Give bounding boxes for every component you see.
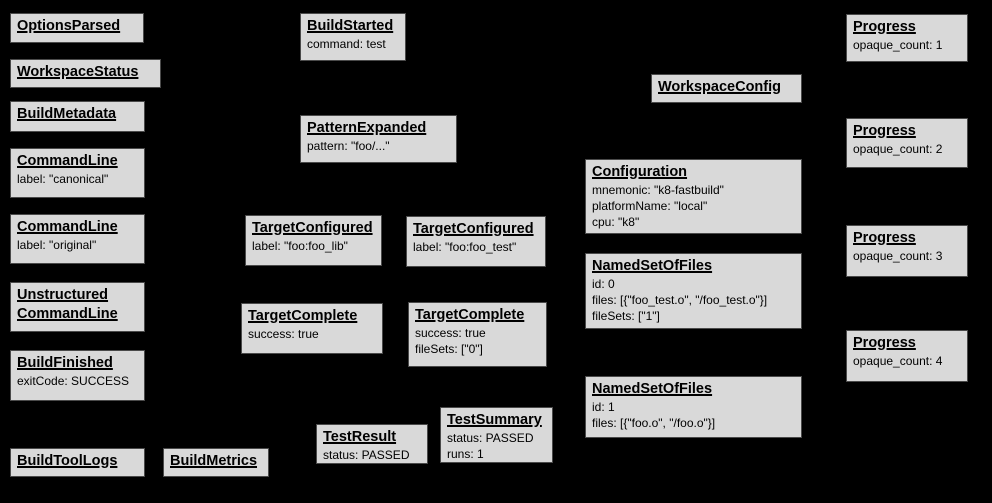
node-workspace-status: WorkspaceStatus	[10, 59, 161, 88]
node-title: Progress	[853, 335, 916, 351]
node-title: TargetConfigured	[413, 221, 534, 237]
node-command-line-original: CommandLine label: "original"	[10, 214, 145, 264]
node-detail: status: PASSED	[323, 448, 410, 462]
node-detail: success: true	[248, 327, 319, 341]
node-title: NamedSetOfFiles	[592, 381, 713, 397]
node-detail: files: [{"foo.o", "/foo.o"}]	[592, 416, 716, 430]
node-detail: opaque_count: 3	[853, 249, 943, 263]
node-detail: opaque_count: 1	[853, 38, 943, 52]
node-detail: command: test	[307, 37, 386, 51]
node-workspace-config: WorkspaceConfig	[651, 74, 802, 103]
node-progress-1: Progress opaque_count: 1	[846, 14, 968, 62]
node-title: BuildFinished	[17, 355, 113, 371]
node-title: Unstructured CommandLine	[17, 287, 118, 322]
node-detail: mnemonic: "k8-fastbuild"	[592, 183, 724, 197]
node-detail: status: PASSED	[447, 431, 534, 445]
node-progress-3: Progress opaque_count: 3	[846, 225, 968, 277]
node-progress-4: Progress opaque_count: 4	[846, 330, 968, 382]
node-title: NamedSetOfFiles	[592, 258, 713, 274]
node-title: BuildMetadata	[17, 106, 117, 122]
node-detail: success: true	[415, 326, 486, 340]
node-detail: opaque_count: 4	[853, 354, 943, 368]
node-title: OptionsParsed	[17, 18, 121, 34]
node-detail: pattern: "foo/..."	[307, 139, 390, 153]
node-target-complete-test: TargetComplete success: true fileSets: […	[408, 302, 547, 367]
node-unstructured-command-line: Unstructured CommandLine	[10, 282, 145, 332]
node-configuration: Configuration mnemonic: "k8-fastbuild" p…	[585, 159, 802, 234]
node-build-metrics: BuildMetrics	[163, 448, 269, 477]
node-build-finished: BuildFinished exitCode: SUCCESS	[10, 350, 145, 401]
node-title: CommandLine	[17, 219, 118, 235]
node-target-complete-lib: TargetComplete success: true	[241, 303, 383, 354]
node-build-metadata: BuildMetadata	[10, 101, 145, 132]
node-title: PatternExpanded	[307, 120, 427, 136]
node-title: Progress	[853, 19, 916, 35]
node-title: TargetComplete	[248, 308, 358, 324]
node-title: Progress	[853, 123, 916, 139]
node-title: TargetComplete	[415, 307, 525, 323]
node-build-started: BuildStarted command: test	[300, 13, 406, 61]
node-progress-2: Progress opaque_count: 2	[846, 118, 968, 168]
node-test-result: TestResult status: PASSED	[316, 424, 428, 464]
node-detail: fileSets: ["1"]	[592, 309, 660, 323]
node-options-parsed: OptionsParsed	[10, 13, 144, 43]
node-detail: label: "original"	[17, 238, 97, 252]
node-detail: platformName: "local"	[592, 199, 708, 213]
node-detail: label: "canonical"	[17, 172, 109, 186]
node-detail: files: [{"foo_test.o", "/foo_test.o"}]	[592, 293, 768, 307]
node-title: BuildMetrics	[170, 453, 258, 469]
node-detail: exitCode: SUCCESS	[17, 374, 130, 388]
node-target-configured-test: TargetConfigured label: "foo:foo_test"	[406, 216, 546, 267]
node-command-line-canonical: CommandLine label: "canonical"	[10, 148, 145, 198]
node-test-summary: TestSummary status: PASSED runs: 1	[440, 407, 553, 463]
node-detail: fileSets: ["0"]	[415, 342, 483, 356]
node-named-set-of-files-0: NamedSetOfFiles id: 0 files: [{"foo_test…	[585, 253, 802, 329]
node-title: BuildStarted	[307, 18, 394, 34]
node-title: TargetConfigured	[252, 220, 373, 236]
node-detail: cpu: "k8"	[592, 215, 640, 229]
node-title: CommandLine	[17, 153, 118, 169]
node-named-set-of-files-1: NamedSetOfFiles id: 1 files: [{"foo.o", …	[585, 376, 802, 438]
node-title: WorkspaceConfig	[658, 79, 782, 95]
node-title: Configuration	[592, 164, 688, 180]
node-build-tool-logs: BuildToolLogs	[10, 448, 145, 477]
node-title: TestSummary	[447, 412, 542, 428]
node-detail: id: 0	[592, 277, 615, 291]
node-pattern-expanded: PatternExpanded pattern: "foo/..."	[300, 115, 457, 163]
node-title: WorkspaceStatus	[17, 64, 139, 80]
node-title: Progress	[853, 230, 916, 246]
node-detail: label: "foo:foo_test"	[413, 240, 517, 254]
node-detail: opaque_count: 2	[853, 142, 943, 156]
node-title: TestResult	[323, 429, 397, 445]
node-title: BuildToolLogs	[17, 453, 118, 469]
node-detail: id: 1	[592, 400, 615, 414]
node-detail: label: "foo:foo_lib"	[252, 239, 348, 253]
node-target-configured-lib: TargetConfigured label: "foo:foo_lib"	[245, 215, 382, 266]
node-detail: runs: 1	[447, 447, 484, 461]
